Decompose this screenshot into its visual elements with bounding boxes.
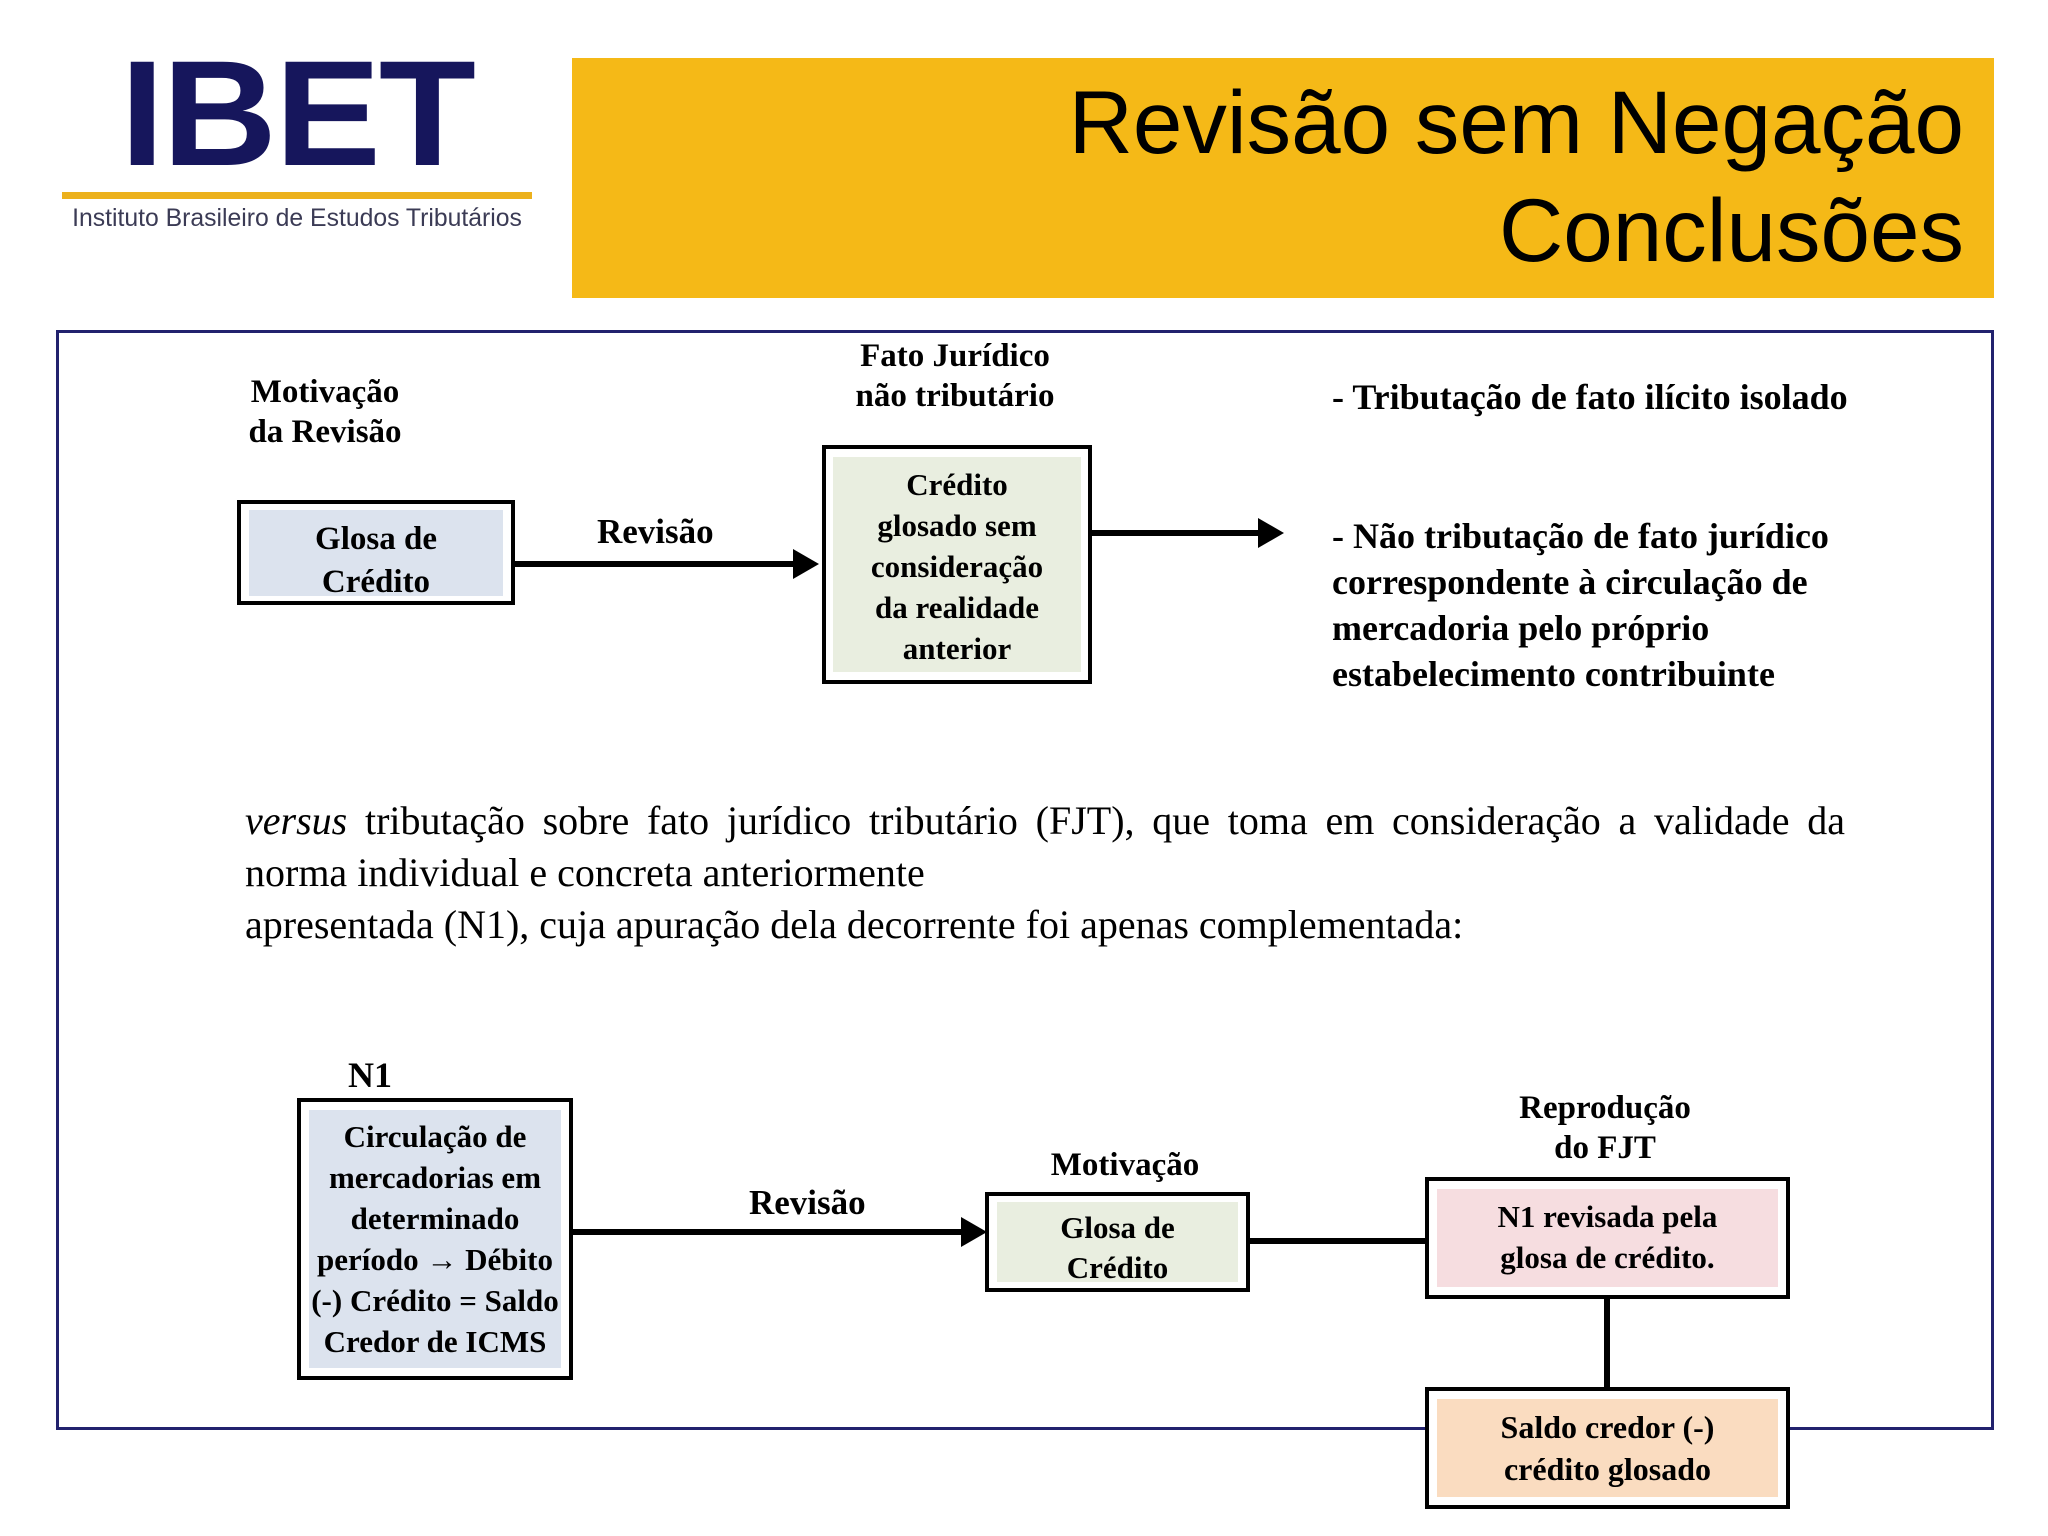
ibet-logo: IBET Instituto Brasileiro de Estudos Tri… [62, 38, 532, 250]
paragraph-rest: tributação sobre fato jurídico tributári… [245, 798, 1845, 895]
arrow-line-revisao-top [515, 561, 795, 567]
node-glosa-de-credito-bottom-label: Glosa de Crédito [997, 1202, 1238, 1285]
arrow-line-to-bullets [1092, 530, 1262, 536]
arrow-line-to-saldo-credor [1604, 1299, 1610, 1409]
arrow-head-revisao-top [793, 549, 819, 579]
node-n1-revisada-label: N1 revisada pela glosa de crédito. [1437, 1189, 1778, 1287]
arrow-head-revisao-bottom [961, 1217, 987, 1247]
caption-n1: N1 [348, 1055, 392, 1095]
bullet-nao-tributacao-fato-juridico: - Não tributação de fato jurídico corres… [1332, 516, 1829, 694]
logo-subtitle: Instituto Brasileiro de Estudos Tributár… [72, 204, 522, 232]
caption-motivacao-da-revisao: Motivação da Revisão [248, 374, 402, 450]
node-saldo-credor: Saldo credor (-) crédito glosado [1425, 1387, 1790, 1509]
body-paragraph: versus tributação sobre fato jurídico tr… [245, 795, 1845, 951]
node-saldo-credor-label: Saldo credor (-) crédito glosado [1437, 1399, 1778, 1497]
node-circulacao-mercadorias: Circulação de mercadorias em determinado… [297, 1098, 573, 1380]
caption-fato-juridico-nao-tributario: Fato Jurídico não tributário [855, 338, 1055, 414]
node-circulacao-mercadorias-label: Circulação de mercadorias em determinado… [309, 1110, 561, 1368]
slide-header: IBET Instituto Brasileiro de Estudos Tri… [0, 0, 2048, 300]
arrow-label-revisao-top: Revisão [597, 512, 714, 551]
caption-motivacao-bottom: Motivação [1050, 1147, 1200, 1183]
arrow-line-to-n1-revisada [1250, 1238, 1440, 1244]
paragraph-lastline: apresentada (N1), cuja apuração dela dec… [245, 902, 1464, 947]
node-glosa-de-credito-top: Glosa de Crédito [237, 500, 515, 605]
bullet-tributacao-fato-ilicito: - Tributação de fato ilícito isolado [1332, 377, 1848, 417]
logo-divider-rule [62, 192, 532, 199]
page-title-line-2: Conclusões [1498, 180, 1964, 280]
caption-reproducao-do-fjt: Reprodução do FJT [1519, 1090, 1691, 1166]
arrow-head-to-bullets [1258, 518, 1284, 548]
page-title-line-1: Revisão sem Negação [1068, 72, 1964, 172]
node-glosa-de-credito-top-label: Glosa de Crédito [249, 509, 503, 600]
node-credito-glosado-label: Crédito glosado sem consideração da real… [833, 457, 1081, 672]
node-credito-glosado: Crédito glosado sem consideração da real… [822, 445, 1092, 684]
logo-wordmark: IBET [120, 29, 476, 197]
arrow-line-revisao-bottom [573, 1229, 963, 1235]
node-n1-revisada: N1 revisada pela glosa de crédito. [1425, 1177, 1790, 1299]
paragraph-emphasis: versus [245, 798, 348, 843]
title-banner: Revisão sem Negação Conclusões [572, 58, 1994, 298]
arrow-label-revisao-bottom: Revisão [749, 1183, 866, 1222]
node-glosa-de-credito-bottom: Glosa de Crédito [985, 1192, 1250, 1292]
